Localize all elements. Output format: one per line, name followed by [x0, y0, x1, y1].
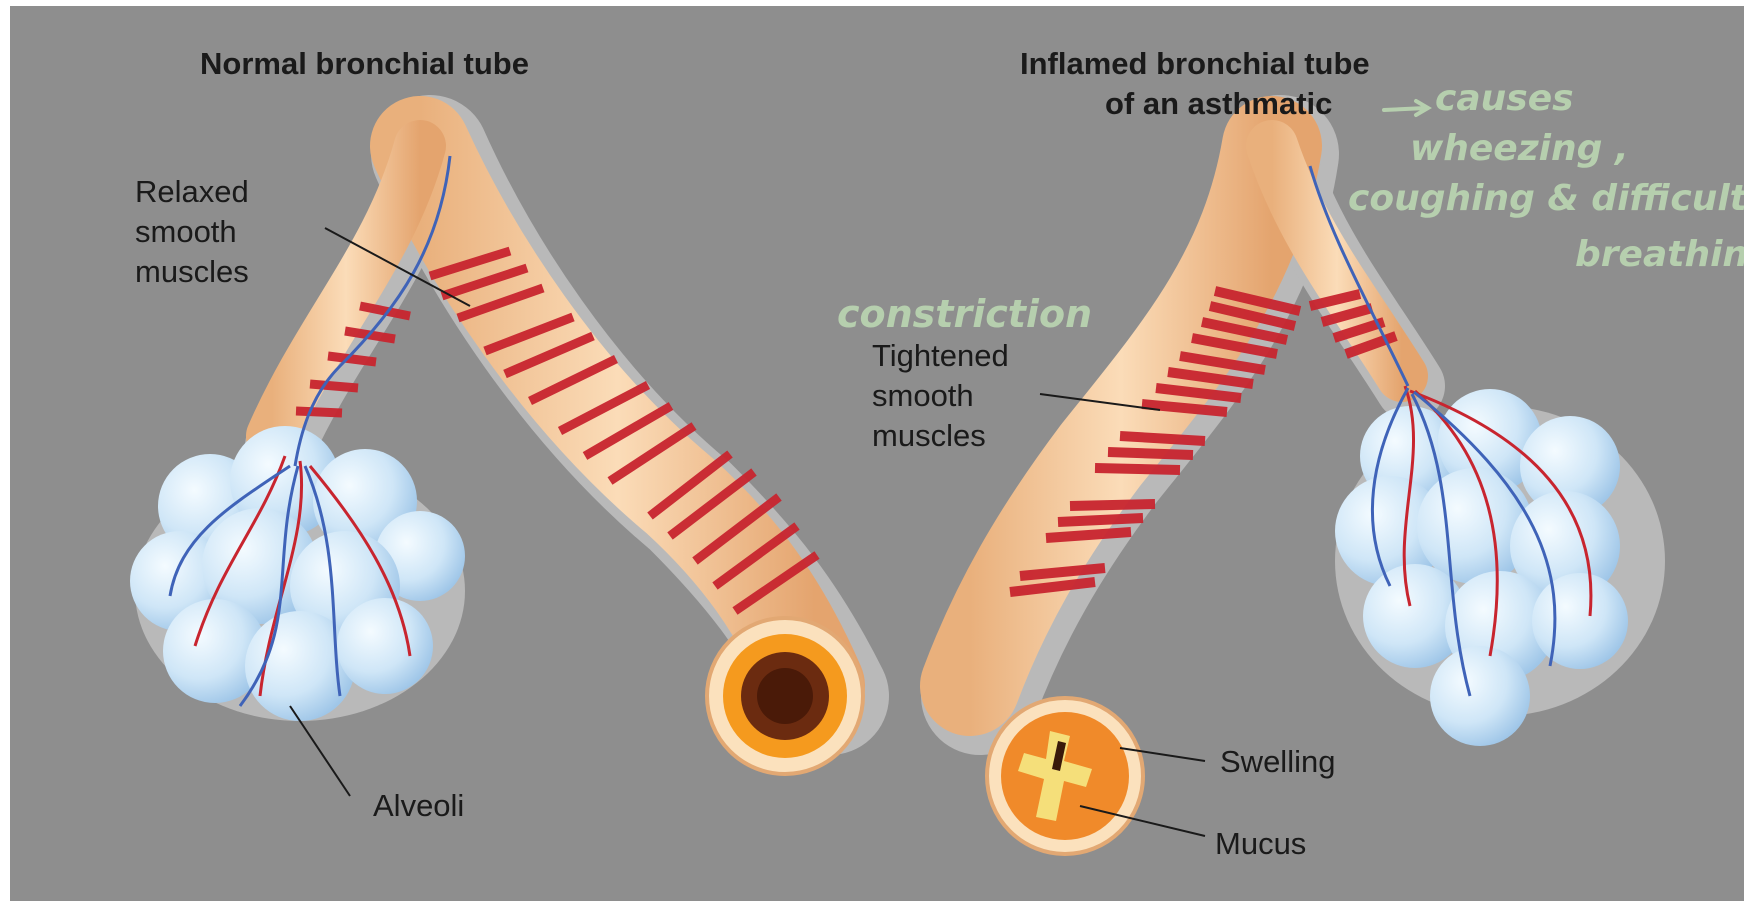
- relaxed-smooth-muscles-label: Relaxed smooth muscles: [135, 172, 249, 292]
- alveoli-cluster-right: [1335, 386, 1665, 746]
- constriction-annotation: constriction: [837, 292, 1092, 336]
- causes-annotation: causes: [1435, 78, 1574, 119]
- diagram-panel: Normal bronchial tube Inflamed bronchial…: [10, 6, 1744, 901]
- normal-title: Normal bronchial tube: [200, 46, 529, 82]
- wheezing-annotation: wheezing ,: [1410, 128, 1629, 169]
- coughing-annotation: coughing & difficulty: [1348, 178, 1744, 219]
- breathing-annotation: breathing: [1575, 234, 1744, 275]
- inflamed-title-line2: of an asthmatic: [1105, 86, 1332, 122]
- inflamed-title-line1: Inflamed bronchial tube: [1020, 46, 1370, 82]
- swelling-label: Swelling: [1220, 742, 1335, 782]
- tightened-smooth-muscles-label: Tightened smooth muscles: [872, 336, 1009, 456]
- arrow-icon: [1382, 98, 1438, 118]
- alveoli-cluster-left: [130, 426, 465, 721]
- mucus-label: Mucus: [1215, 824, 1306, 864]
- alveoli-label: Alveoli: [373, 786, 464, 826]
